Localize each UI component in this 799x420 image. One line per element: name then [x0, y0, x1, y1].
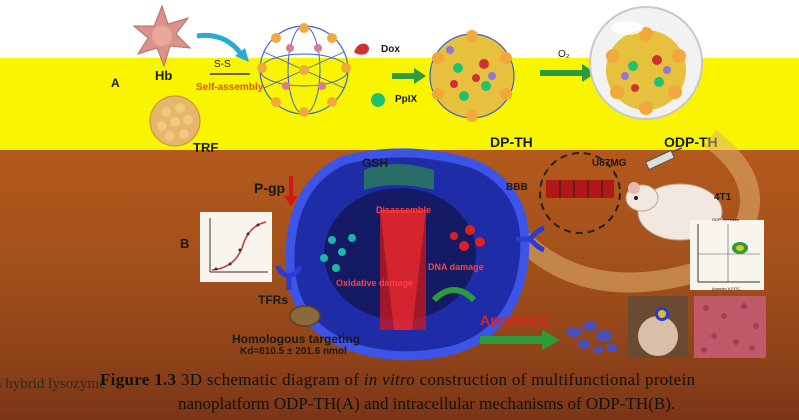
dp-th-cage-icon	[429, 30, 515, 122]
bbb-barrier-icon	[539, 152, 621, 234]
histology-image-icon	[694, 296, 766, 358]
caption-in-vitro: in vitro	[363, 370, 416, 389]
self-assembly-label: Self-assembly	[196, 82, 264, 93]
pgp-arrow-icon	[284, 176, 298, 206]
caption-figure-label: Figure 1.3	[100, 370, 177, 389]
apoptosis-arrow-icon	[480, 330, 560, 350]
disassemble-label: Disassemble	[376, 205, 432, 215]
arrow-to-dp-th-icon	[392, 68, 426, 84]
tumor-photo-icon	[628, 296, 688, 358]
caption-fragment: n hybrid lysozyme	[0, 376, 106, 392]
kd-value-label: Kd=810.5 ± 201.6 nmol	[240, 346, 347, 357]
caption-line-1: Figure 1.3 3D schematic diagram of in vi…	[100, 370, 695, 390]
dp-th-label: DP-TH	[490, 134, 533, 150]
pgp-label: P-gp	[254, 180, 286, 196]
figure-caption: n hybrid lysozyme Figure 1.3 3D schemati…	[0, 362, 799, 420]
flow-title-label: ODP-TH+Laser	[712, 217, 740, 222]
syringe-icon	[644, 147, 683, 171]
caption-line-1-end: construction of multifunctional protein	[419, 370, 696, 389]
apoptotic-fragments-icon	[566, 321, 618, 354]
ss-bond-line-icon	[210, 73, 250, 75]
flow-cytometry-plot-icon	[690, 220, 764, 290]
4t1-label: 4T1	[714, 192, 732, 203]
tfr-receptor-icon	[275, 265, 303, 290]
caption-line-1-text: 3D schematic diagram of	[180, 370, 360, 389]
tfrs-label: TFRs	[258, 293, 288, 307]
hb-label: Hb	[155, 68, 173, 83]
protein-cage-icon	[257, 23, 351, 117]
ppix-icon	[371, 93, 385, 107]
u87mg-label: U87MG	[592, 158, 627, 169]
arrow-hb-to-cage-icon	[196, 32, 249, 62]
hb-molecule-icon	[132, 4, 192, 68]
homologous-targeting-icon	[289, 305, 321, 327]
o2-label: O₂	[558, 49, 570, 60]
dna-damage-label: DNA damage	[428, 262, 484, 272]
trf-label: TRF	[193, 140, 219, 155]
binding-curve-plot-icon	[200, 212, 272, 282]
dox-label: Dox	[381, 44, 400, 55]
trf-molecule-icon	[149, 95, 201, 147]
flow-xaxis-label: Annexin V-FITC	[712, 286, 741, 291]
homologous-targeting-label: Homologous targeting	[232, 332, 360, 346]
tfr-receptor-right-icon	[516, 225, 545, 253]
odp-th-sphere-icon	[589, 6, 703, 120]
panel-a-label: A	[111, 76, 120, 90]
panel-b-label: B	[180, 236, 190, 251]
apoptosis-label: Apoptosis	[480, 312, 549, 328]
ppix-label: PpIX	[395, 94, 418, 105]
cancer-cell-icon	[285, 148, 530, 361]
dox-icon	[354, 43, 369, 55]
gsh-label: GSH	[362, 156, 389, 170]
ss-bond-label: S-S	[214, 59, 231, 70]
arrow-to-odp-th-icon	[540, 64, 596, 82]
bbb-label: BBB	[506, 182, 528, 193]
oxidative-damage-label: Oxidative damage	[336, 278, 414, 288]
caption-line-2: nanoplatform ODP-TH(A) and intracellular…	[178, 394, 676, 413]
